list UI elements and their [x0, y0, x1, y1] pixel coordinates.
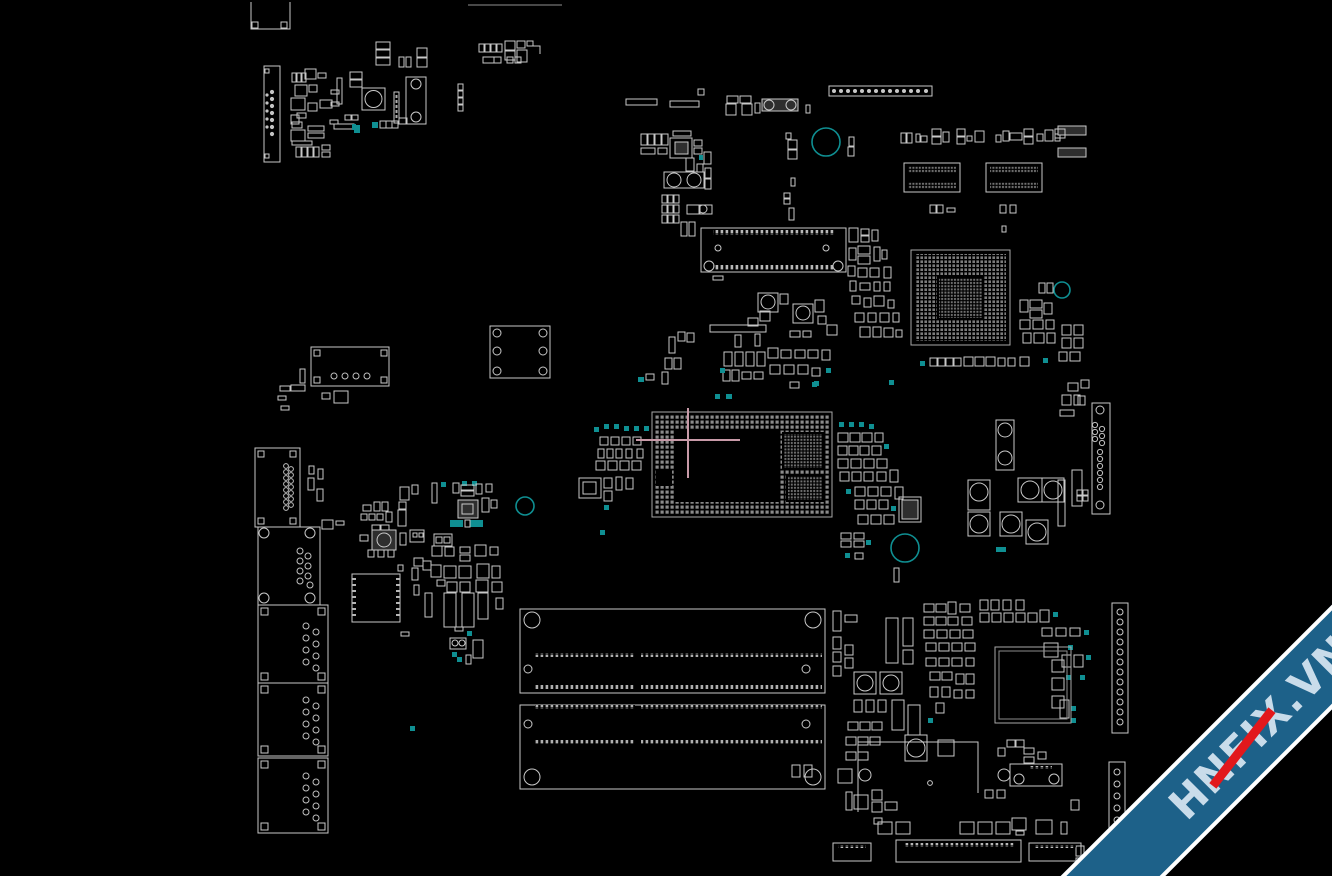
- crosshair-cursor: [636, 408, 740, 478]
- teal-highlight-dots: [354, 122, 1048, 552]
- teal-highlight-circle: [811, 127, 841, 157]
- sodimm-slot-lower[interactable]: [519, 704, 826, 790]
- pch-surrounding-components[interactable]: [847, 227, 1084, 367]
- teal-highlight-circle: [1053, 281, 1071, 299]
- cpu-bga-main[interactable]: [651, 411, 833, 518]
- top-right-sop-chips: [903, 162, 1043, 193]
- bga-chip-pch[interactable]: [910, 249, 1011, 346]
- teal-highlight-circle: [515, 496, 535, 516]
- center-components[interactable]: [578, 292, 1111, 583]
- sodimm-slot-upper[interactable]: [519, 608, 826, 694]
- lower-right-components[interactable]: [832, 599, 1129, 869]
- board-corner-bracket: [250, 2, 291, 30]
- mid-left-connectors[interactable]: [277, 325, 551, 411]
- left-center-components[interactable]: [351, 481, 535, 731]
- top-pin-header: [828, 85, 933, 97]
- top-right-resistor-row: [900, 125, 1087, 158]
- bottom-components[interactable]: [832, 734, 1082, 863]
- mini-pcie-slot-top[interactable]: [700, 227, 847, 281]
- top-right-component-cluster[interactable]: [625, 85, 1087, 237]
- teal-highlight-circle: [890, 533, 920, 563]
- left-edge-io-connectors[interactable]: [254, 447, 345, 834]
- top-left-component-cluster[interactable]: [263, 40, 541, 163]
